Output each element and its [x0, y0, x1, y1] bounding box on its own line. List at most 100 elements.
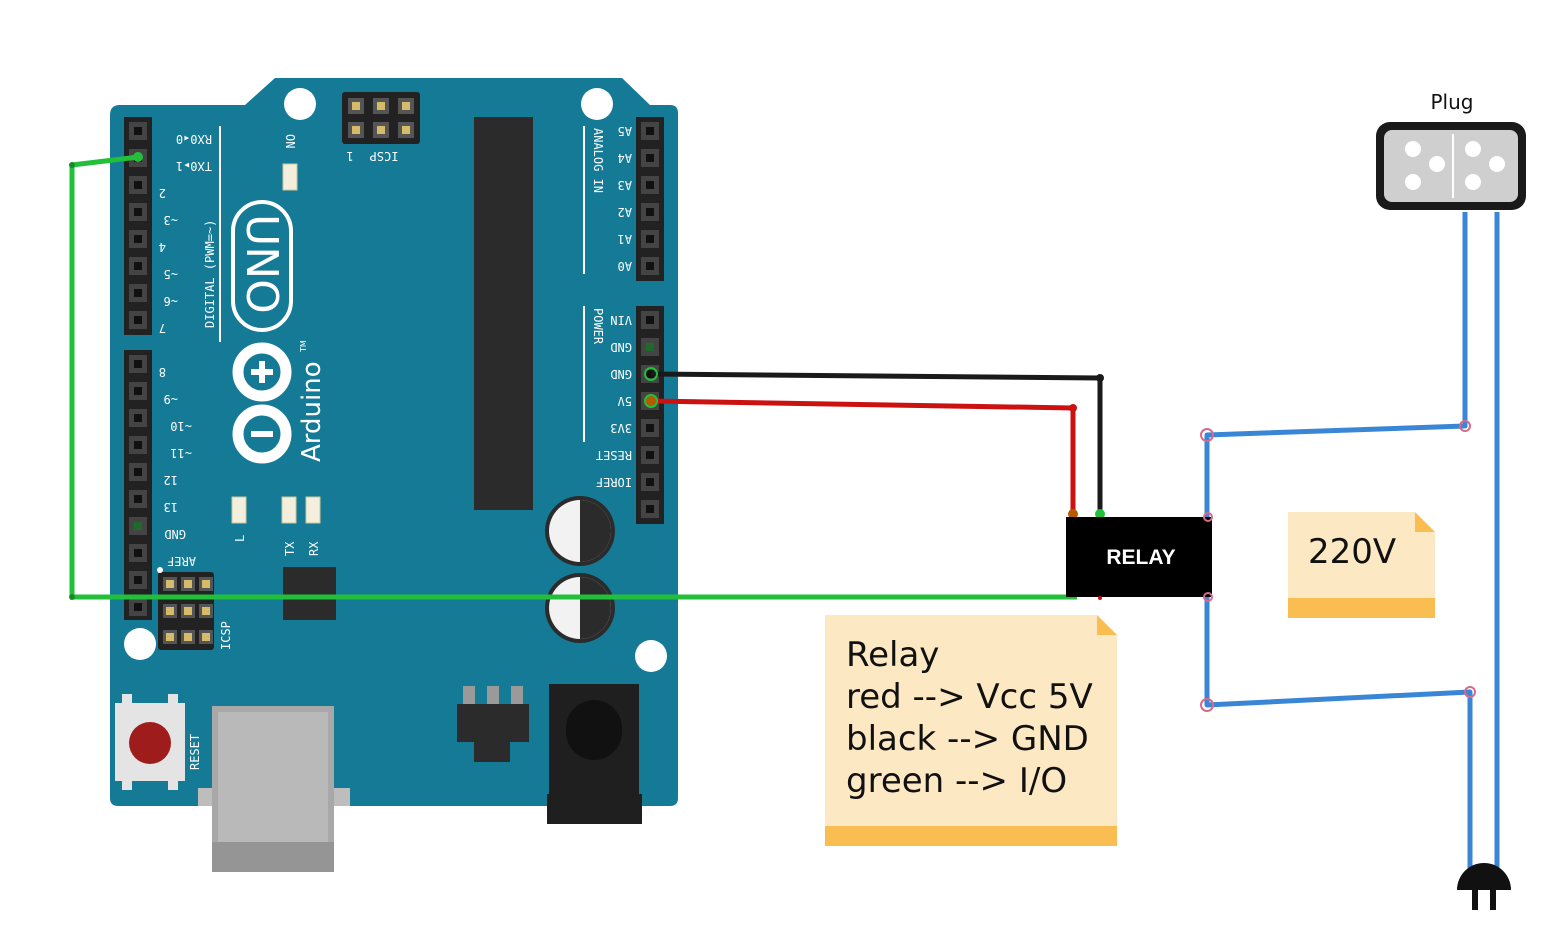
- voltage-regulator: [457, 686, 529, 762]
- pin-label: ~6: [164, 294, 178, 308]
- pin-label: ~10: [170, 419, 192, 433]
- pin-label: GND: [164, 527, 186, 541]
- relay-note-line: red --> Vcc 5V: [846, 677, 1093, 717]
- blue-wire: [1204, 597, 1473, 880]
- pin-label: 7: [159, 321, 166, 335]
- pin-label: A2: [618, 205, 632, 219]
- wire-joint: [133, 152, 143, 162]
- power-header: [636, 306, 664, 524]
- pin-label: 3V3: [610, 421, 632, 435]
- relay-label: RELAY: [1106, 546, 1175, 569]
- usb-chip: [283, 567, 336, 620]
- led-rx-label: RX: [307, 541, 321, 556]
- relay-note: Relay red --> Vcc 5V black --> GND green…: [825, 615, 1117, 846]
- capacitor: [545, 573, 615, 643]
- on-led: [282, 163, 298, 191]
- blue-wire: [1204, 212, 1468, 517]
- icsp-header-top: [342, 92, 420, 144]
- pin-label: A0: [618, 259, 632, 273]
- icsp2-label: ICSP: [219, 621, 233, 650]
- usb-connector: [198, 706, 350, 872]
- pin-label: 8: [159, 365, 166, 379]
- wire-joint: [644, 394, 658, 408]
- mount-hole: [581, 88, 613, 120]
- board-pcb: [110, 78, 678, 806]
- mount-hole: [124, 628, 156, 660]
- wire-joint: [1459, 420, 1471, 432]
- icsp2-header: [158, 572, 214, 650]
- power-pin-labels: VIN GND GND 5V 3V3 RESET IOREF: [596, 313, 632, 489]
- relay-note-line: green --> I/O: [846, 761, 1067, 801]
- wire-joint: [644, 367, 658, 381]
- pin-label: ~11: [170, 446, 192, 460]
- relay-note-line: Relay: [846, 635, 939, 675]
- plug-label: Plug: [1431, 90, 1474, 114]
- pin-label: GND: [610, 340, 632, 354]
- arduino-brand-text: Arduino: [297, 361, 327, 462]
- pin-label: 12: [164, 473, 178, 487]
- mains-plug-icon: [1457, 863, 1511, 910]
- voltage-note: 220V: [1288, 512, 1435, 618]
- wire-joint: [1068, 509, 1078, 519]
- pin-label: RX0◂0: [176, 132, 212, 146]
- uno-logo-text: UNO: [236, 214, 287, 314]
- relay-note-line: black --> GND: [846, 719, 1089, 759]
- pin-label: A3: [618, 178, 632, 192]
- pin-label: TX0▸1: [176, 159, 212, 173]
- on-label: ON: [283, 134, 297, 148]
- pin-label: 5V: [618, 394, 632, 408]
- relay-module: RELAY: [1066, 512, 1213, 602]
- arduino-board: ICSP 1 ON UNO Arduino TM: [110, 78, 678, 872]
- pin-label: GND: [610, 367, 632, 381]
- digital-section-label: DIGITAL (PWM=~): [203, 220, 217, 328]
- wire-joint: [1200, 698, 1214, 712]
- digital-header-top: [124, 117, 152, 335]
- pin-label: ~3: [164, 213, 178, 227]
- pin-label: A4: [618, 151, 632, 165]
- wire-joint: [1069, 404, 1077, 412]
- analog-section-label: ANALOG IN: [591, 128, 605, 193]
- wire-joint: [1095, 509, 1105, 519]
- wire-joint: [1200, 428, 1214, 442]
- pin-label: ~5: [164, 267, 178, 281]
- icsp2-pin1-dot: [157, 567, 163, 573]
- capacitor: [545, 496, 615, 566]
- icsp-pin1-label: 1: [346, 149, 353, 163]
- microcontroller-chip: [474, 117, 533, 510]
- mount-hole: [635, 640, 667, 672]
- voltage-note-text: 220V: [1308, 532, 1396, 572]
- led-tx-label: TX: [283, 541, 297, 556]
- analog-pin-labels: A5 A4 A3 A2 A1 A0: [618, 124, 632, 273]
- pin-label: RESET: [596, 448, 632, 462]
- icsp-label: ICSP: [370, 149, 399, 163]
- wire-joint: [69, 594, 75, 600]
- pin-label: A1: [618, 232, 632, 246]
- wire-joint: [1464, 686, 1476, 698]
- power-section-label: POWER: [591, 308, 605, 345]
- black-wire: [650, 371, 1103, 517]
- digital-header-bottom: [124, 350, 152, 620]
- pin-label: 13: [164, 500, 178, 514]
- led-l: [231, 496, 247, 524]
- digital-pin-labels: RX0◂0 TX0▸1 2 ~3 4 ~5 ~6 7 8 ~9 ~10 ~11 …: [159, 132, 212, 568]
- pin-label: 4: [159, 240, 166, 254]
- red-wire: [650, 398, 1076, 517]
- led-tx: [281, 496, 297, 524]
- pin-label: 2: [159, 186, 166, 200]
- dc-power-jack: [547, 684, 642, 824]
- reset-button[interactable]: [115, 694, 185, 790]
- pin-label: ~9: [164, 392, 178, 406]
- wire-joint: [69, 162, 75, 168]
- reset-label: RESET: [188, 734, 202, 770]
- green-wire: [69, 154, 1077, 600]
- pin-label: AREF: [167, 554, 196, 568]
- analog-header: [636, 117, 664, 281]
- pin-label: IOREF: [596, 475, 632, 489]
- arduino-infinity-logo: [232, 342, 292, 464]
- pin-label: A5: [618, 124, 632, 138]
- led-rx: [305, 496, 321, 524]
- led-l-label: L: [233, 535, 247, 542]
- trademark-text: TM: [299, 340, 308, 353]
- wire-joint: [1096, 374, 1104, 382]
- uno-logo-oval: [231, 200, 293, 332]
